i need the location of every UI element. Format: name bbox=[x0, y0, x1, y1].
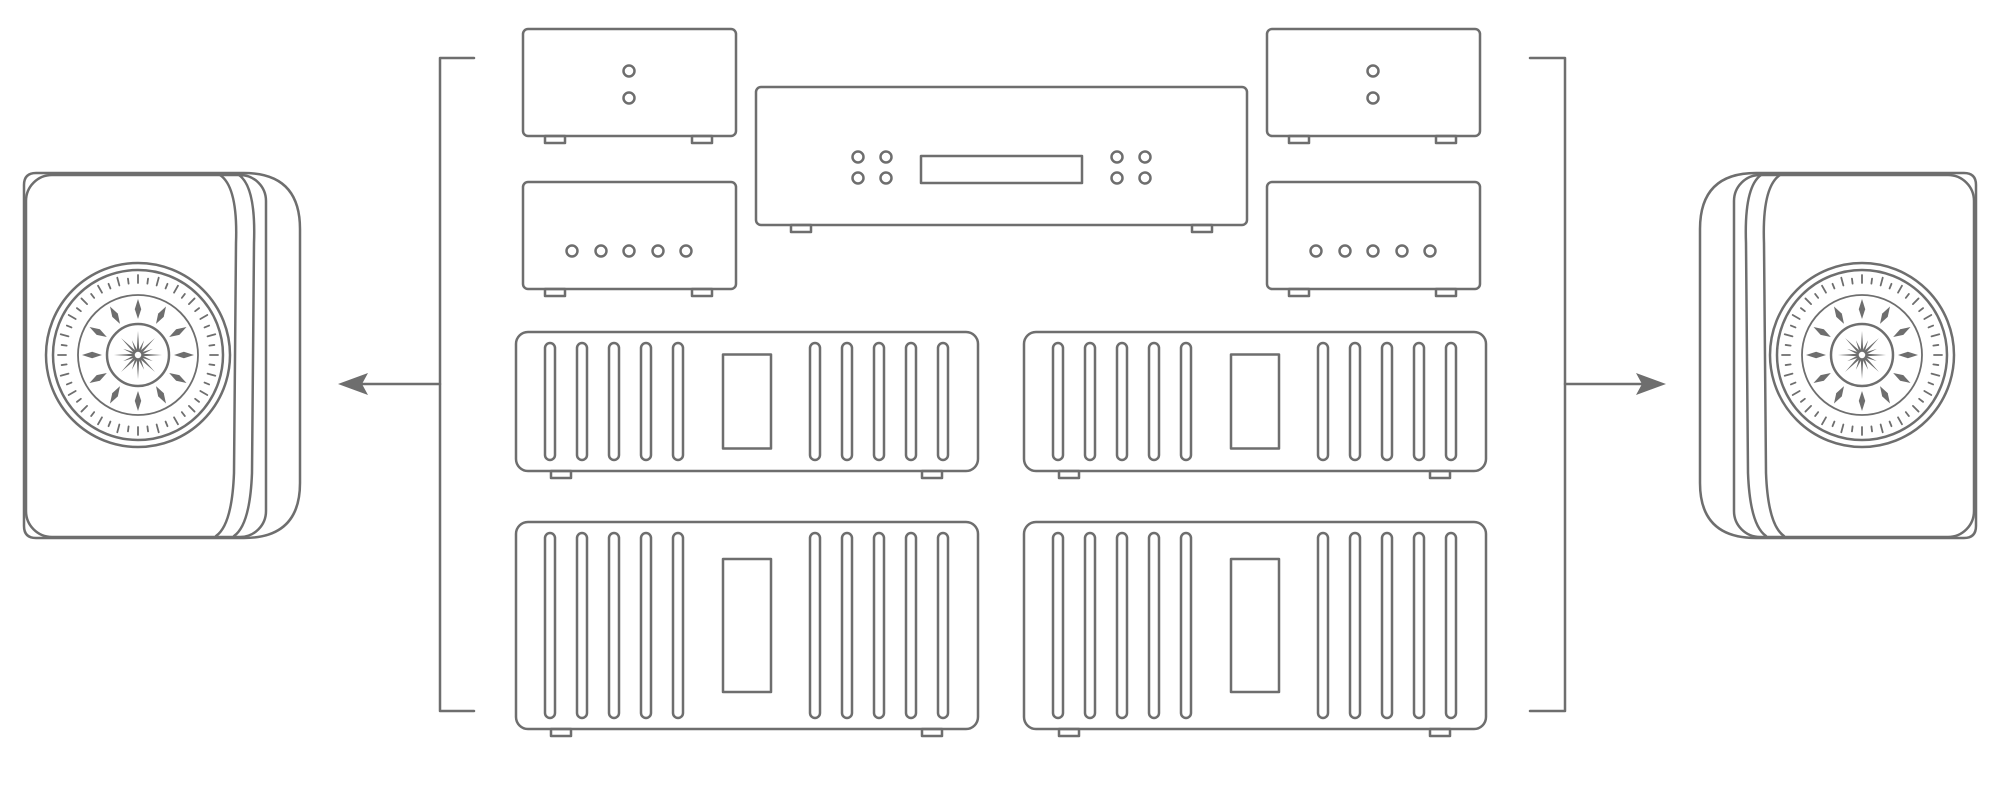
meter-window bbox=[1229, 353, 1281, 450]
cooling-fin bbox=[840, 341, 854, 462]
cooling-fin bbox=[1444, 531, 1458, 720]
cooling-fin bbox=[936, 531, 950, 720]
cooling-fin bbox=[904, 531, 918, 720]
cooling-fin bbox=[1115, 531, 1129, 720]
cooling-fin bbox=[1179, 341, 1193, 462]
cooling-fin bbox=[1412, 531, 1426, 720]
right-bracket bbox=[1528, 56, 1666, 713]
component-small-five-knob-right bbox=[1265, 180, 1482, 298]
cooling-fin bbox=[1380, 531, 1394, 720]
cooling-fin bbox=[671, 531, 685, 720]
cooling-fin bbox=[543, 531, 557, 720]
cooling-fin bbox=[1147, 531, 1161, 720]
component-small-two-knob-left bbox=[521, 27, 738, 145]
cooling-fin bbox=[840, 531, 854, 720]
cooling-fin bbox=[808, 341, 822, 462]
left-speaker bbox=[22, 171, 302, 540]
cooling-fin bbox=[1051, 531, 1065, 720]
component-power-amp-top-left bbox=[514, 330, 980, 480]
cooling-fin bbox=[904, 341, 918, 462]
cooling-fin bbox=[575, 341, 589, 462]
bookshelf-speaker-icon bbox=[1698, 171, 1978, 540]
cooling-fin bbox=[872, 341, 886, 462]
cooling-fin bbox=[639, 341, 653, 462]
cooling-fin bbox=[575, 531, 589, 720]
cooling-fin bbox=[1115, 341, 1129, 462]
cooling-fin bbox=[1412, 341, 1426, 462]
cooling-fin bbox=[1316, 341, 1330, 462]
component-small-five-knob-left bbox=[521, 180, 738, 298]
cooling-fin bbox=[808, 531, 822, 720]
component-small-two-knob-right bbox=[1265, 27, 1482, 145]
component-power-amp-bottom-left bbox=[514, 520, 980, 738]
arrow-right-icon bbox=[1636, 373, 1666, 395]
arrow-left-icon bbox=[338, 373, 368, 395]
component-power-amp-bottom-right bbox=[1022, 520, 1488, 738]
cooling-fin bbox=[607, 531, 621, 720]
cooling-fin bbox=[1051, 341, 1065, 462]
meter-window bbox=[721, 353, 773, 450]
cooling-fin bbox=[671, 341, 685, 462]
cooling-fin bbox=[543, 341, 557, 462]
cooling-fin bbox=[1380, 341, 1394, 462]
component-cd-player bbox=[754, 85, 1249, 234]
left-bracket bbox=[338, 56, 476, 713]
cooling-fin bbox=[1083, 341, 1097, 462]
display-window bbox=[919, 154, 1084, 185]
cooling-fin bbox=[1147, 341, 1161, 462]
meter-window bbox=[721, 557, 773, 694]
cooling-fin bbox=[1444, 341, 1458, 462]
cooling-fin bbox=[1316, 531, 1330, 720]
cooling-fin bbox=[639, 531, 653, 720]
cooling-fin bbox=[1083, 531, 1097, 720]
cooling-fin bbox=[1348, 531, 1362, 720]
cooling-fin bbox=[607, 341, 621, 462]
cooling-fin bbox=[1179, 531, 1193, 720]
right-speaker bbox=[1698, 171, 1978, 540]
bookshelf-speaker-icon bbox=[22, 171, 302, 540]
cooling-fin bbox=[936, 341, 950, 462]
cooling-fin bbox=[1348, 341, 1362, 462]
cooling-fin bbox=[872, 531, 886, 720]
component-power-amp-top-right bbox=[1022, 330, 1488, 480]
meter-window bbox=[1229, 557, 1281, 694]
